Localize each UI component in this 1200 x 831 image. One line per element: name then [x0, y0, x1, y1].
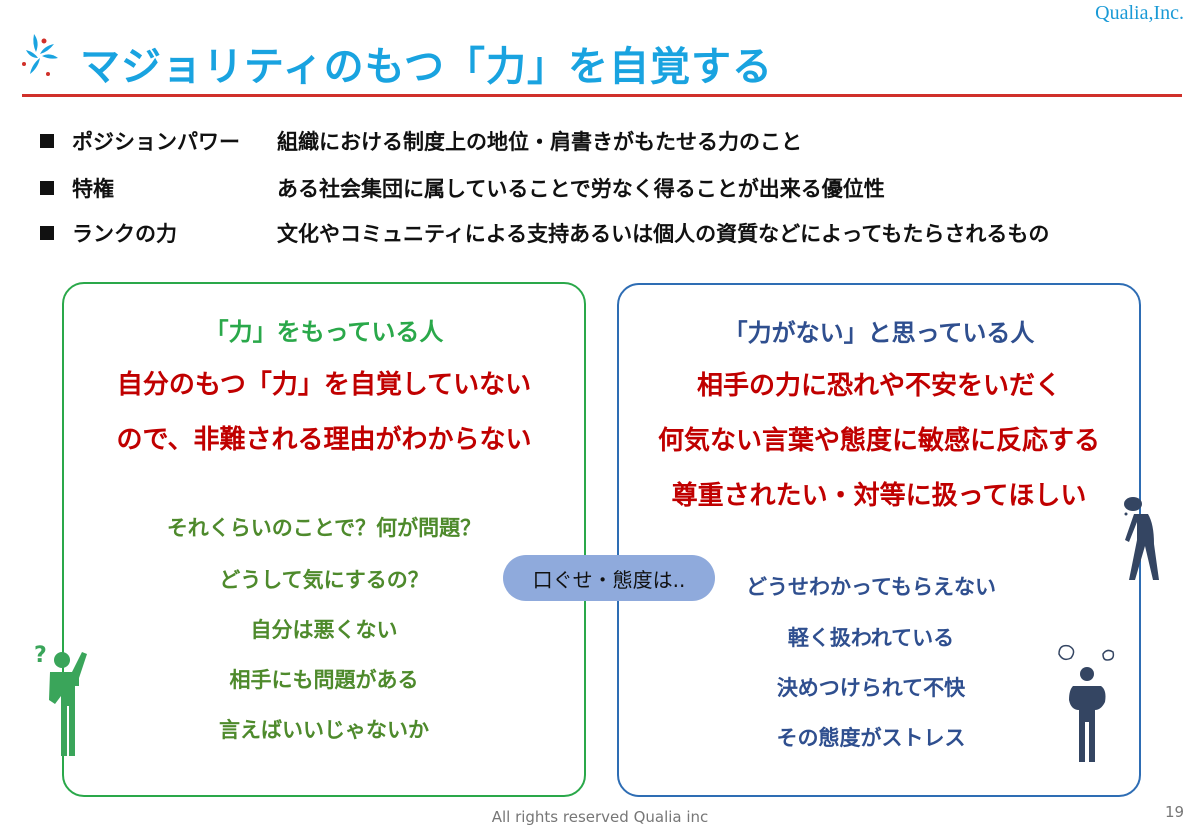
quote-line: どうせわかってもらえない	[746, 575, 996, 599]
dejected-person-icon	[1124, 497, 1159, 580]
quote-line: それくらいのことで？何が問題？	[166, 516, 482, 540]
bullet-rank: ランクの力 文化やコミュニティによる支持あるいは個人の資質などによってもたらされる…	[40, 218, 1049, 248]
panel-heading: 「力がない」と思っている人	[723, 319, 1035, 347]
title-divider	[22, 94, 1182, 97]
quote-line: その態度がストレス	[776, 726, 966, 750]
page-number: 19	[1165, 803, 1185, 821]
main-line: 尊重されたい・対等に扱ってほしい	[671, 481, 1087, 511]
main-line: 何気ない言葉や態度に敏感に反応する	[657, 426, 1100, 456]
quote-line: 自分は悪くない	[250, 618, 398, 642]
slide-title: マジョリティのもつ「力」を自覚する	[80, 44, 773, 90]
habits-attitude-pill: 口ぐせ・態度は..	[503, 555, 715, 601]
footer-copyright: All rights reserved Qualia inc	[491, 808, 709, 826]
confused-person-icon: ?	[34, 643, 87, 756]
quote-line: 軽く扱われている	[787, 626, 955, 650]
bullet-desc: 組織における制度上の地位・肩書きがもたせる力のこと	[277, 130, 802, 154]
main-line: ので、非難される理由がわからない	[116, 425, 532, 455]
panel-has-power: 「力」をもっている人 自分のもつ「力」を自覚していない ので、非難される理由がわ…	[62, 282, 586, 797]
bullet-square-icon	[40, 226, 54, 240]
bullet-desc: ある社会集団に属していることで労なく得ることが出来る優位性	[277, 177, 885, 201]
bullet-term: ランクの力	[72, 222, 177, 246]
quote-line: 決めつけられて不快	[776, 676, 966, 700]
main-line: 自分のもつ「力」を自覚していない	[116, 370, 532, 400]
quote-line: どうして気にするの？	[219, 568, 429, 592]
bullet-desc: 文化やコミュニティによる支持あるいは個人の資質などによってもたらされるもの	[277, 222, 1050, 246]
sparkle-logo-icon	[22, 34, 58, 76]
quote-line: 言えばいいじゃないか	[219, 718, 429, 742]
svg-text:?: ?	[34, 643, 47, 668]
main-line: 相手の力に恐れや不安をいだく	[696, 371, 1061, 401]
bullet-square-icon	[40, 134, 54, 148]
brand-logo-text: Qualia,Inc.	[1095, 2, 1184, 24]
quote-line: 相手にも問題がある	[229, 668, 419, 692]
bullet-term: ポジションパワー	[72, 130, 240, 154]
bullet-square-icon	[40, 181, 54, 195]
bullet-term: 特権	[72, 177, 114, 201]
panel-heading: 「力」をもっている人	[204, 318, 444, 346]
bullet-position-power: ポジションパワー 組織における制度上の地位・肩書きがもたせる力のこと	[40, 126, 802, 156]
bullet-privilege: 特権 ある社会集団に属していることで労なく得ることが出来る優位性	[40, 173, 885, 203]
panel-no-power: 「力がない」と思っている人 相手の力に恐れや不安をいだく 何気ない言葉や態度に敏…	[617, 283, 1141, 797]
frustrated-person-icon	[1058, 644, 1115, 762]
